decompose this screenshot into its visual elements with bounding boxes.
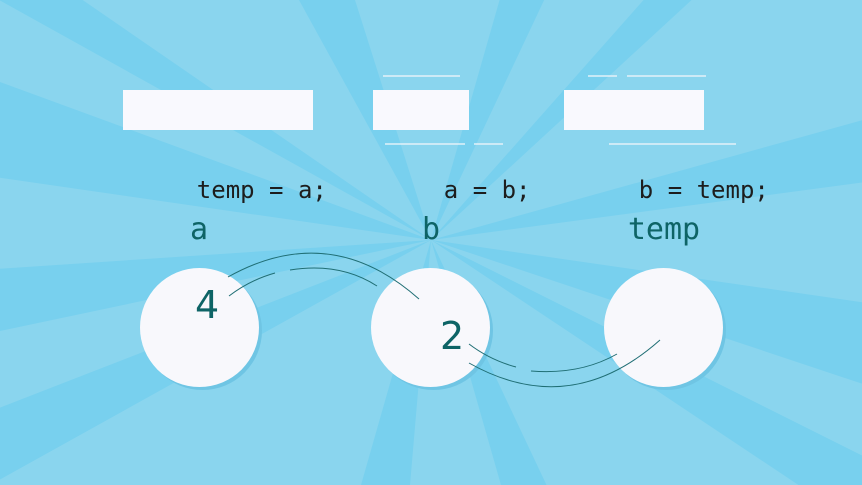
code-highlight (373, 90, 469, 130)
code-step-3: b = temp; (564, 90, 769, 204)
variable-circle-b (371, 268, 490, 387)
code-text: b = temp; (638, 176, 769, 204)
variable-label-b: b (421, 212, 441, 247)
variable-label-temp: temp (627, 212, 701, 247)
variable-label-a: a (189, 212, 209, 247)
variable-circle-temp (604, 268, 723, 387)
variable-value-a: 4 (195, 283, 220, 327)
code-text: temp = a; (196, 176, 327, 204)
code-highlight (564, 90, 704, 130)
variable-value-b: 2 (440, 314, 465, 358)
code-text: a = b; (443, 176, 531, 204)
code-step-1: temp = a; (123, 90, 327, 204)
code-highlight (123, 90, 313, 130)
code-step-2: a = b; (373, 90, 531, 204)
